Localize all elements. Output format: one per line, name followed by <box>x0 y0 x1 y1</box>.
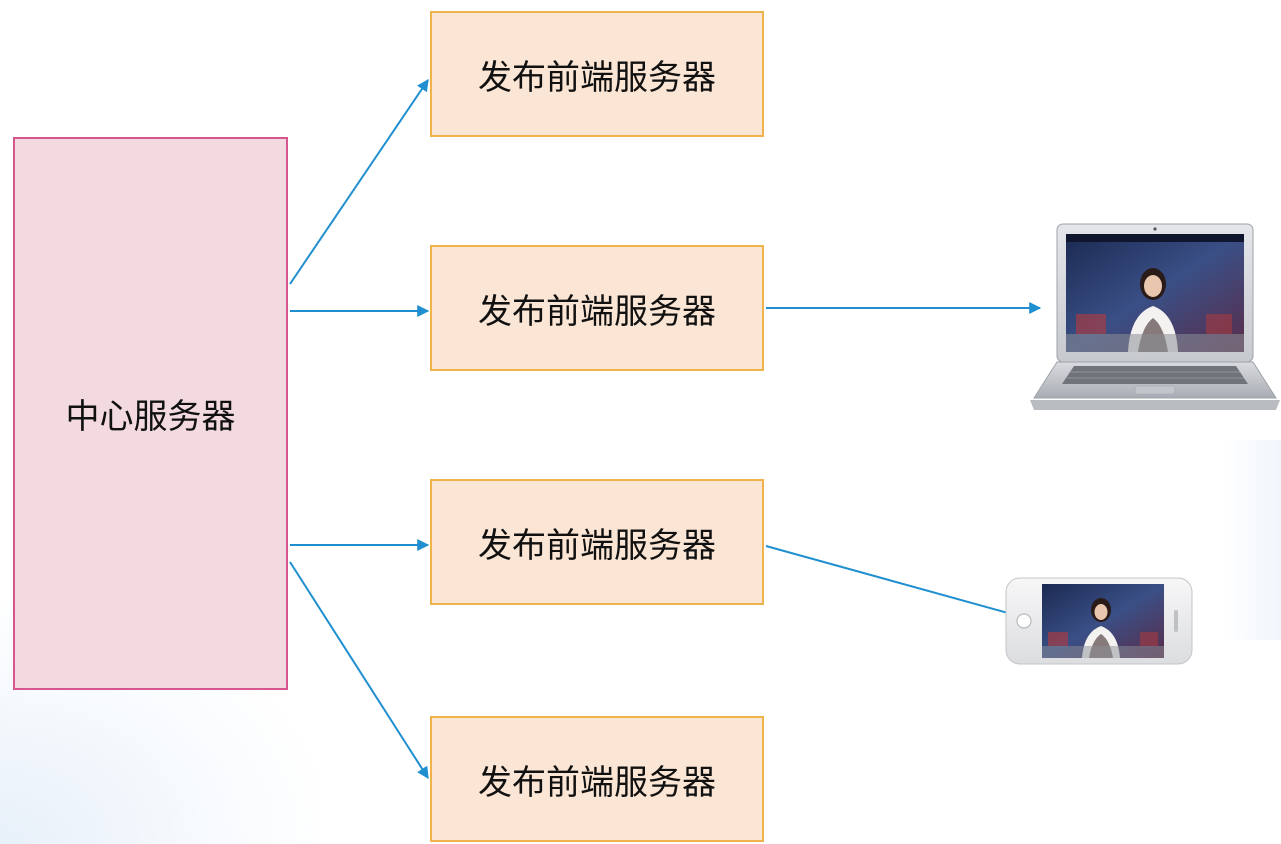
center-server-label: 中心服务器 <box>65 397 236 437</box>
laptop-icon <box>1030 222 1280 414</box>
background-gradient-right <box>1221 440 1281 640</box>
arrow-front-3-to-phone <box>765 545 1028 621</box>
arrow-center-to-front-1 <box>289 79 429 285</box>
front-server-node-2: 发布前端服务器 <box>430 245 764 371</box>
front-server-node-1: 发布前端服务器 <box>430 11 764 137</box>
front-server-label: 发布前端服务器 <box>478 525 716 566</box>
center-server-node: 中心服务器 <box>13 137 288 690</box>
front-server-label: 发布前端服务器 <box>478 762 716 803</box>
smartphone-icon <box>1004 574 1194 668</box>
front-server-node-4: 发布前端服务器 <box>430 716 764 842</box>
front-server-label: 发布前端服务器 <box>478 291 716 332</box>
front-server-node-3: 发布前端服务器 <box>430 479 764 605</box>
front-server-label: 发布前端服务器 <box>478 57 716 98</box>
arrow-center-to-front-4 <box>289 561 429 780</box>
